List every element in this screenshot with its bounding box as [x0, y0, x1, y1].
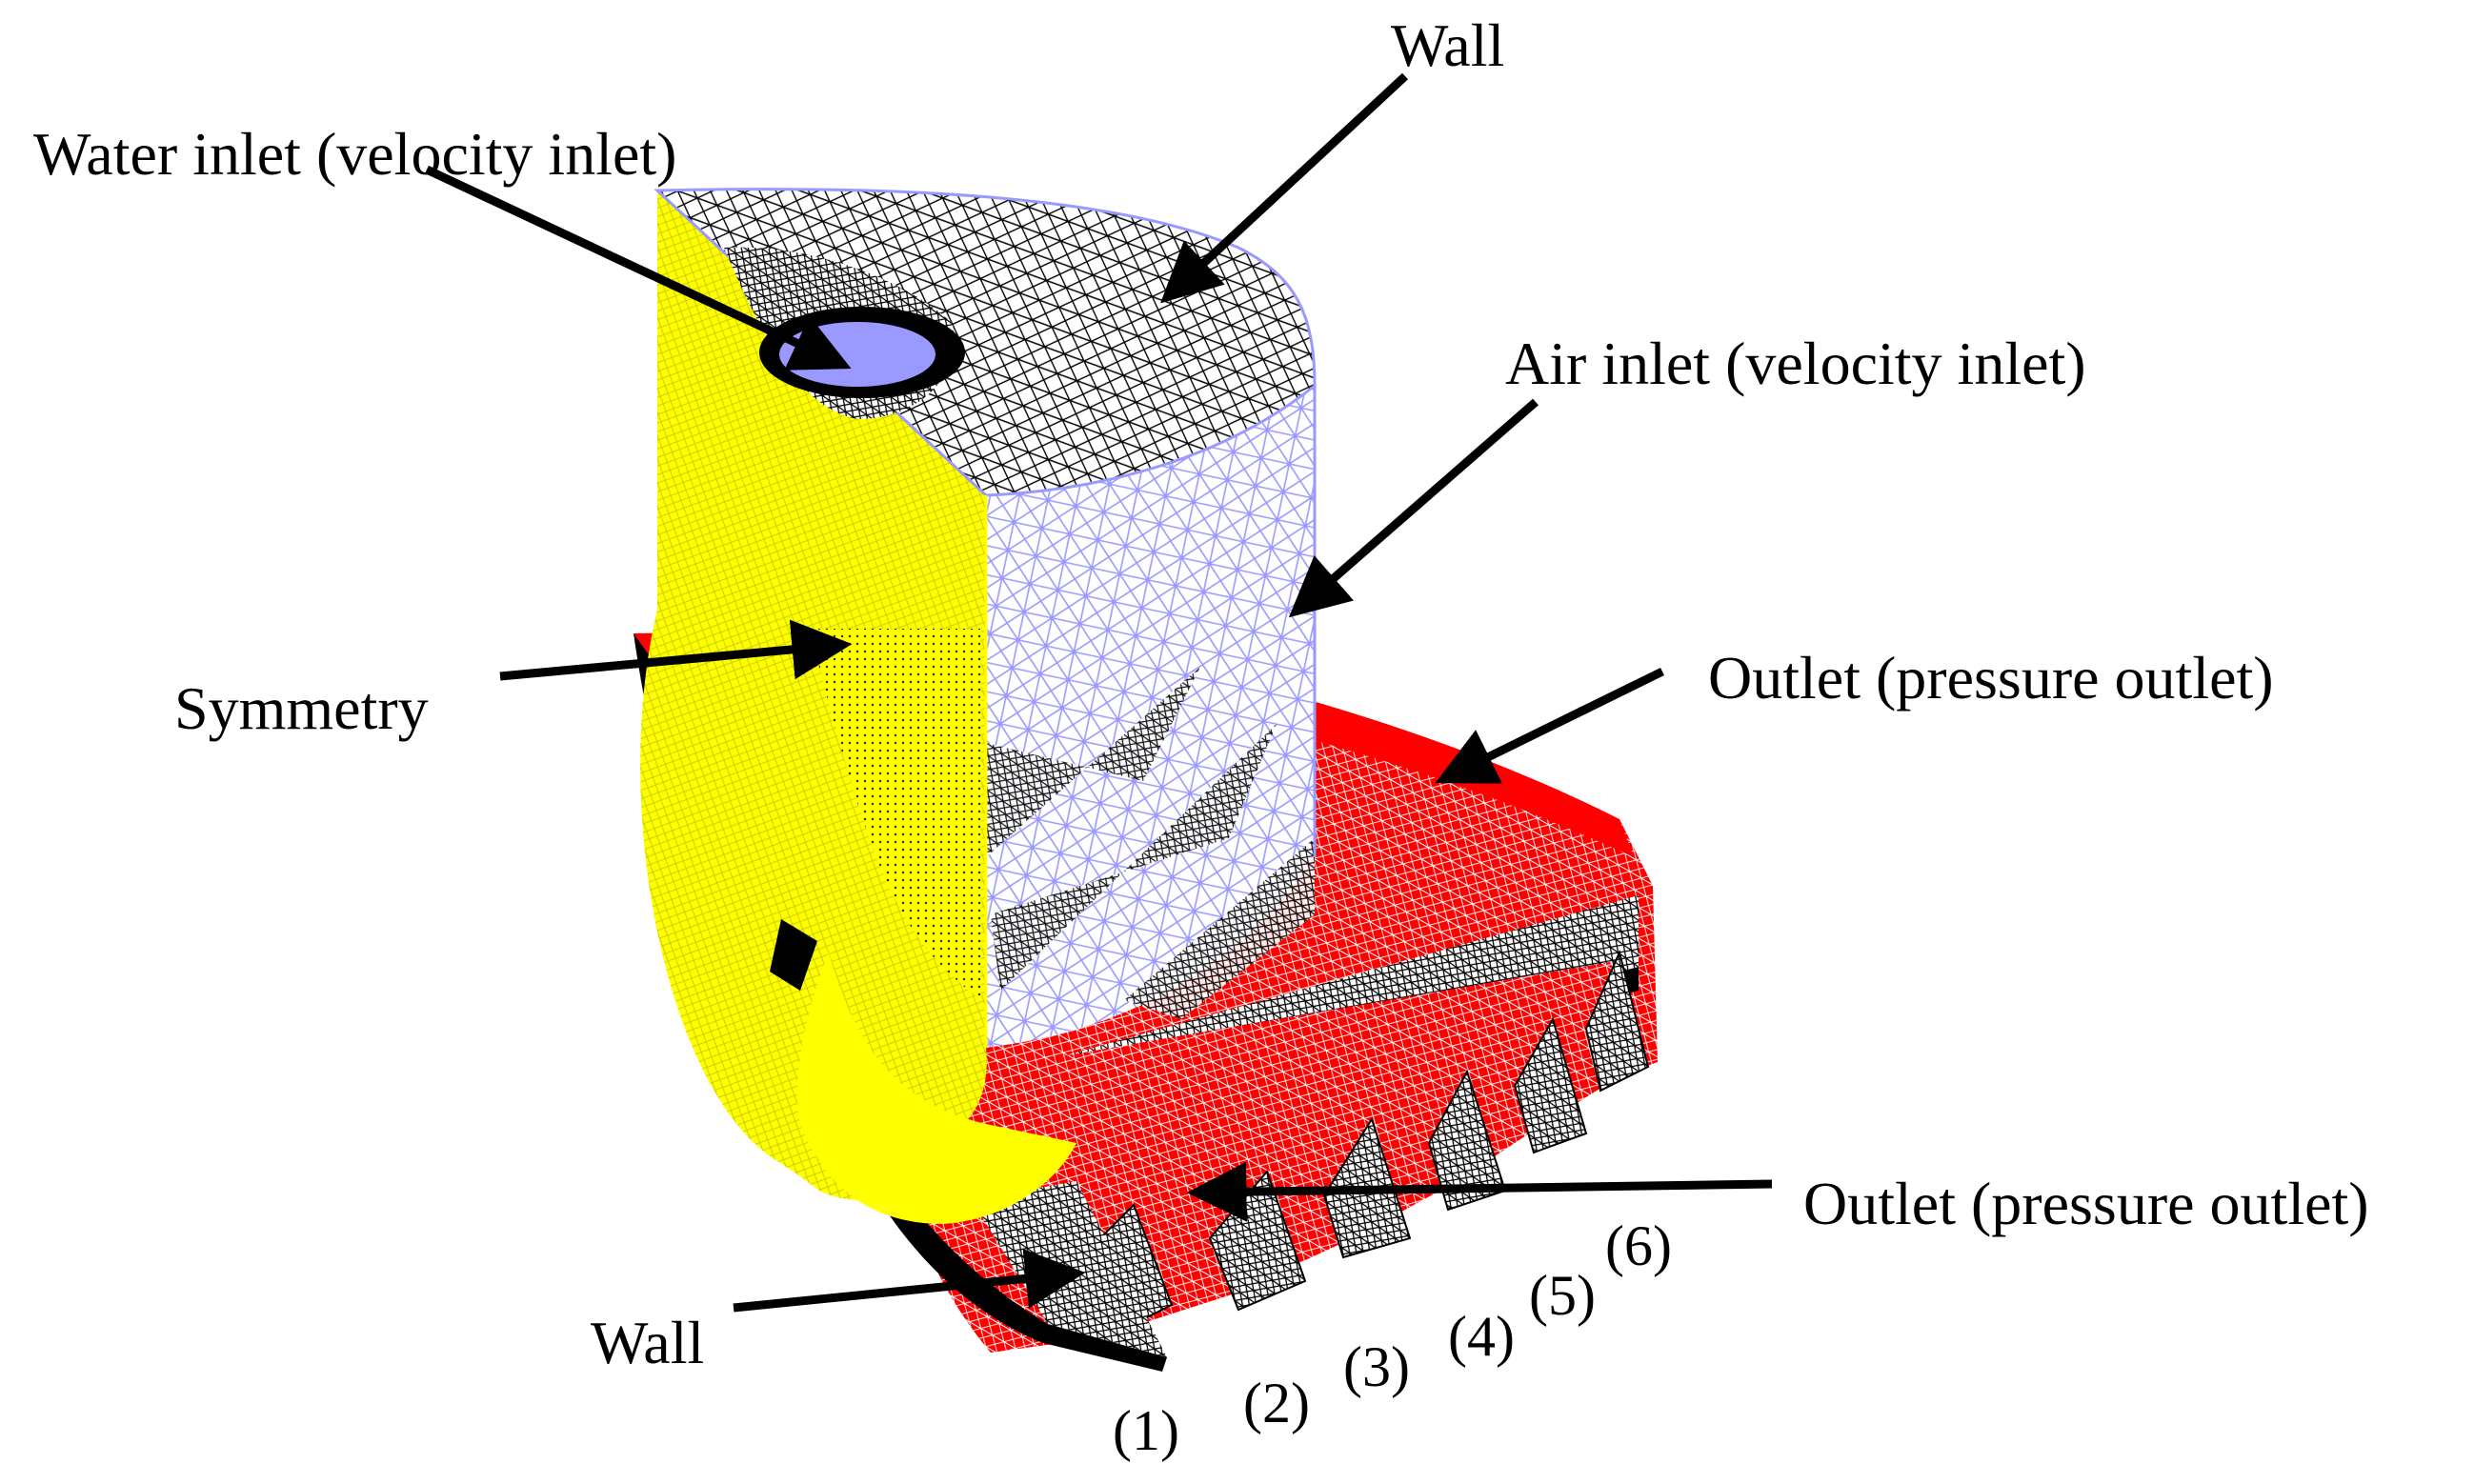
symmetry-face [640, 191, 987, 1201]
arrow-wall-bottom [733, 1248, 1086, 1313]
arrow-symmetry [499, 619, 853, 681]
outlet-number-3: (3) [1343, 1335, 1410, 1398]
label-water-inlet: Water inlet (velocity inlet) [33, 120, 677, 188]
label-air-inlet: Air inlet (velocity inlet) [1505, 330, 2086, 397]
outlet-chutes [1084, 949, 1650, 1340]
outlet-chute-6 [1584, 949, 1650, 1093]
annotation-arrows [425, 72, 1773, 1313]
label-outlet-top: Outlet (pressure outlet) [1708, 644, 2274, 712]
internal-fins [986, 667, 1315, 1019]
symmetry-dense-region [810, 629, 981, 1000]
arrow-air-inlet [1288, 398, 1539, 618]
arrow-water-inlet [425, 165, 852, 371]
label-wall-top: Wall [1391, 11, 1505, 79]
label-wall-bottom: Wall [591, 1309, 705, 1376]
symmetry-elbow [796, 953, 1076, 1224]
water-inlet [779, 322, 935, 387]
outlet-number-1: (1) [1113, 1399, 1179, 1462]
arrow-wall-top [1160, 72, 1409, 304]
outlet-number-4: (4) [1448, 1305, 1515, 1368]
outlet-number-6: (6) [1605, 1214, 1672, 1277]
bottom-wall-strip [876, 1176, 1167, 1372]
outlet-number-5: (5) [1529, 1264, 1596, 1327]
outlet-number-2: (2) [1243, 1372, 1310, 1434]
label-symmetry: Symmetry [174, 674, 429, 742]
symmetry-notch [770, 919, 817, 991]
label-outlet-bottom: Outlet (pressure outlet) [1803, 1170, 2369, 1237]
arrow-outlet-bottom [1186, 1161, 1773, 1222]
arrow-outlet-top [1435, 667, 1664, 784]
outlet-chute-5 [1513, 1016, 1588, 1154]
